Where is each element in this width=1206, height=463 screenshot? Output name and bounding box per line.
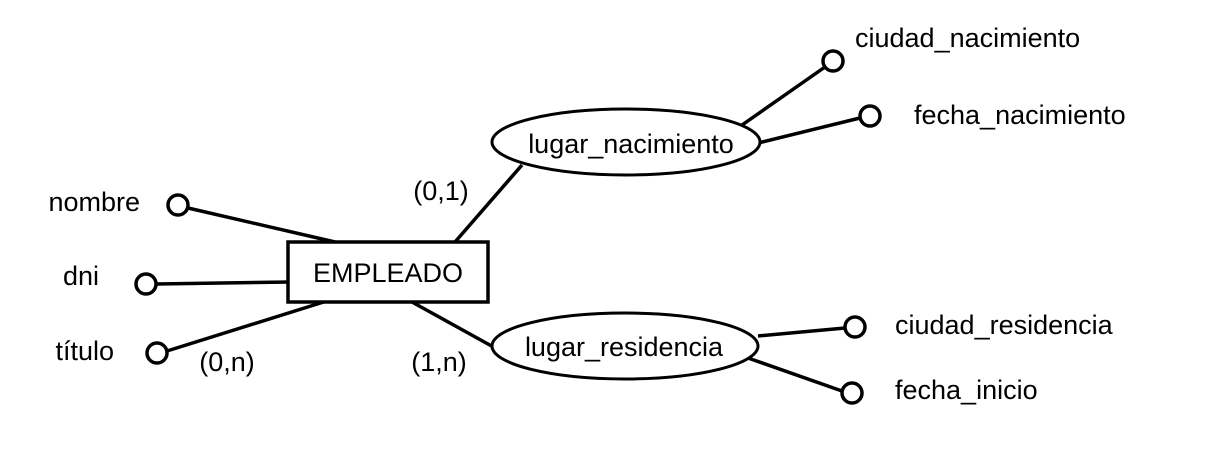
attribute-labels: nombre dni título ciudad_nacimiento fech… [48, 23, 1125, 405]
relationship-name: lugar_nacimiento [528, 129, 734, 159]
line-dni [155, 280, 291, 286]
relationship-lugar-residencia: lugar_residencia [490, 311, 760, 381]
line-to-lugar-residencia [411, 300, 498, 351]
attribute-dot-nombre [166, 193, 190, 217]
attribute-label-dni: dni [63, 261, 99, 291]
attribute-dot-fecha-nacimiento [858, 104, 882, 128]
attribute-dot-ciudad-nacimiento [821, 49, 845, 73]
relationship-lugar-nacimiento: lugar_nacimiento [490, 107, 762, 177]
attribute-dots [134, 49, 882, 405]
relationship-ellipse [490, 107, 762, 177]
cardinality-attribute-titulo: (0,n) [199, 347, 255, 377]
entity-name: EMPLEADO [313, 258, 463, 288]
attribute-label-ciudad-nacimiento: ciudad_nacimiento [855, 23, 1080, 53]
relationship-name: lugar_residencia [525, 332, 724, 362]
connector-lines [155, 65, 861, 393]
attribute-dot-dni [134, 272, 158, 296]
attribute-label-fecha-nacimiento: fecha_nacimiento [914, 100, 1126, 130]
line-fecha-inicio [747, 356, 843, 393]
attribute-dot-fecha-inicio [840, 381, 864, 405]
line-titulo [166, 298, 331, 353]
line-fecha-nacimiento [757, 116, 861, 145]
entity-box [286, 240, 490, 304]
attribute-label-ciudad-residencia: ciudad_residencia [895, 310, 1114, 340]
relationship-ellipse [490, 311, 760, 381]
line-ciudad-nacimiento [740, 65, 827, 127]
attribute-dot-ciudad-residencia [843, 315, 867, 339]
cardinality-lugar-residencia: (1,n) [411, 347, 467, 377]
attribute-label-nombre: nombre [48, 187, 140, 217]
attribute-dot-titulo [145, 341, 169, 365]
attribute-label-titulo: título [55, 336, 114, 366]
entity-empleado: EMPLEADO [286, 240, 490, 304]
cardinality-lugar-nacimiento: (0,1) [413, 176, 469, 206]
attribute-label-fecha-inicio: fecha_inicio [895, 375, 1038, 405]
line-nombre [187, 206, 336, 244]
line-to-lugar-nacimiento [453, 163, 524, 244]
cardinality-labels: (0,1) (1,n) (0,n) [199, 176, 469, 377]
line-ciudad-residencia [757, 326, 846, 338]
